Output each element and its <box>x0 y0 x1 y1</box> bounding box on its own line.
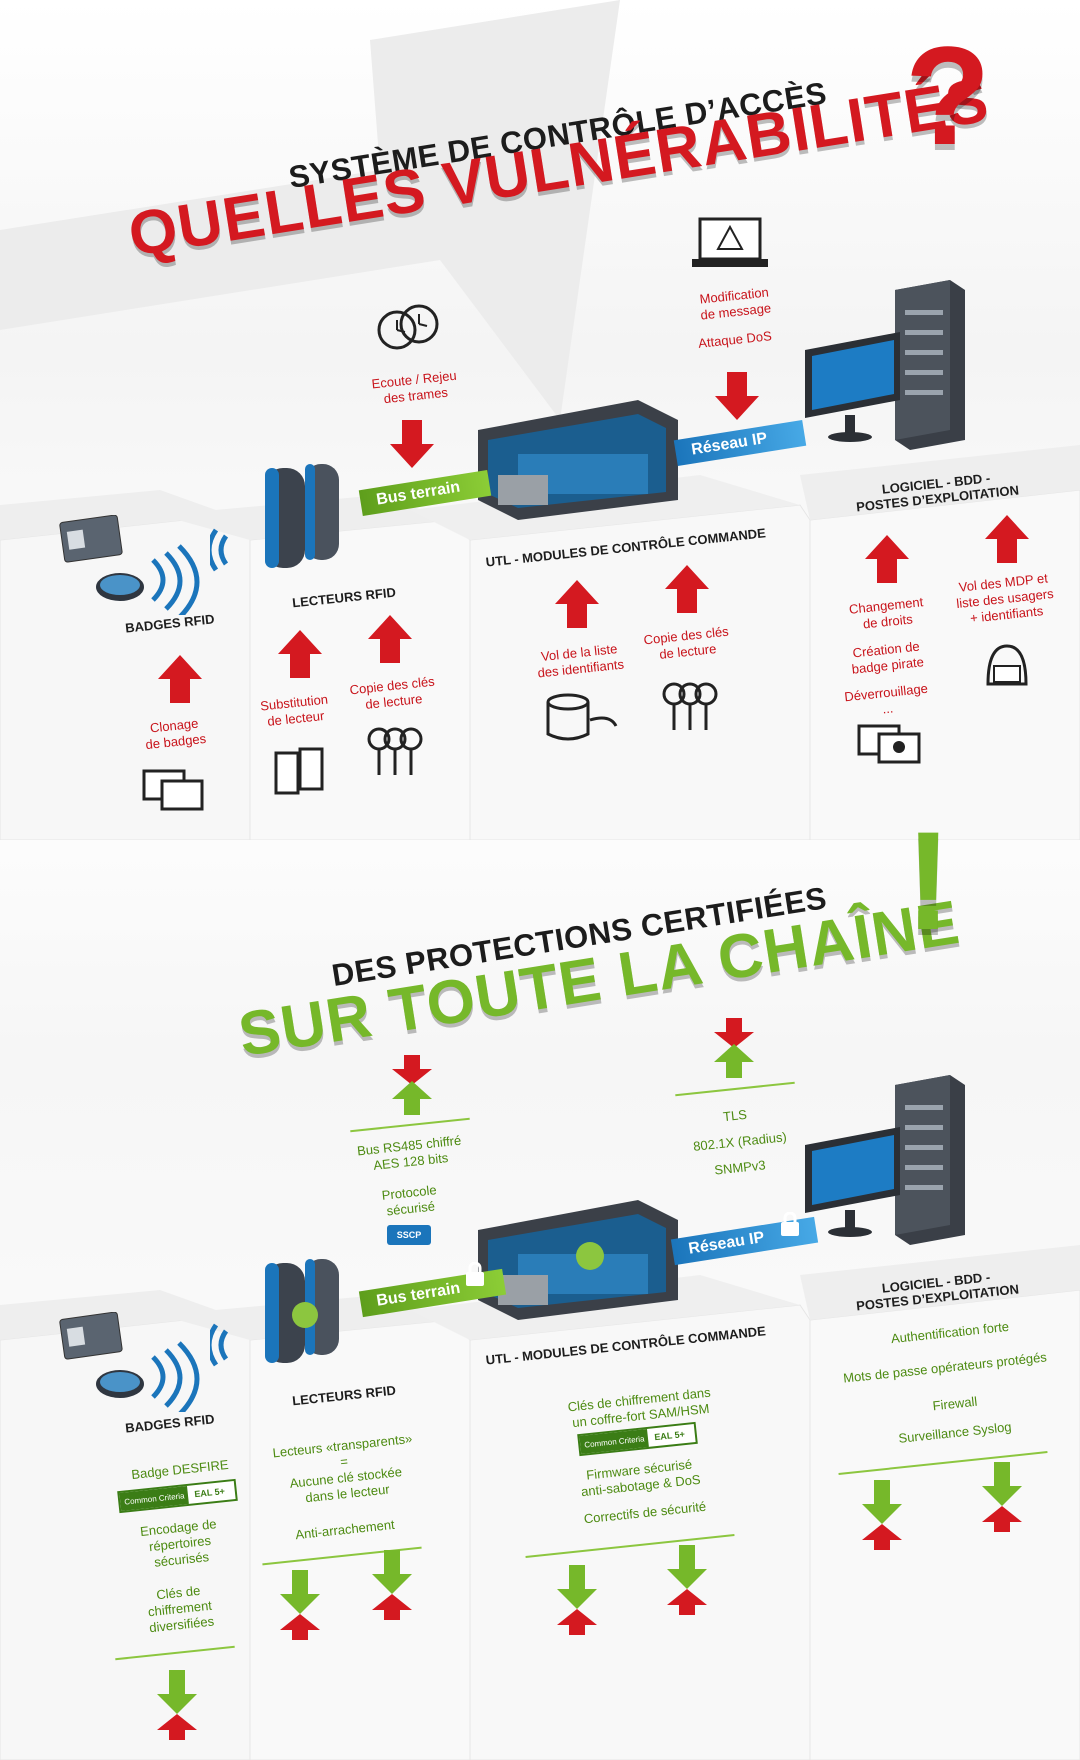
section2-panels <box>0 1245 1080 1760</box>
defense-arrows-icon <box>157 1670 197 1740</box>
eal-label: EAL 5+ <box>653 1429 686 1443</box>
red-arrow-up-icon <box>278 630 322 678</box>
red-arrow-up-icon <box>665 565 709 613</box>
defense-arrows-icon <box>557 1565 597 1635</box>
red-arrow-up-icon <box>368 615 412 663</box>
defense-arrows-icon <box>862 1480 902 1550</box>
server-workstation-icon <box>805 1075 965 1245</box>
laptop-alert-icon <box>692 217 768 267</box>
red-arrow-down-icon <box>715 372 759 420</box>
lock-icon <box>466 1262 484 1286</box>
control-module-icon <box>478 1200 678 1320</box>
sscp-logo: SSCP <box>387 1225 431 1245</box>
keys-icon <box>662 682 718 730</box>
question-mark-icon: ? <box>905 17 991 174</box>
defense-arrows-icon <box>280 1570 320 1640</box>
exclamation-mark-icon: ! <box>905 802 952 959</box>
hacker-icon <box>986 644 1028 686</box>
red-arrow-up-icon <box>985 515 1029 563</box>
rfid-readers-icon <box>210 464 339 572</box>
red-arrow-up-icon <box>158 655 202 703</box>
keys-icon <box>367 727 423 775</box>
badge-card-icon <box>59 515 200 615</box>
red-arrow-down-icon <box>390 420 434 468</box>
reader-swap-icon <box>274 747 324 795</box>
database-hand-icon <box>546 693 618 741</box>
badge-card-icon <box>59 1312 200 1412</box>
red-arrow-up-icon <box>555 580 599 628</box>
red-arrow-up-icon <box>865 535 909 583</box>
lock-icon <box>781 1212 799 1236</box>
attack-blocked-arrows-icon <box>392 1055 432 1115</box>
badge-clone-icon <box>142 769 204 811</box>
defense-arrows-icon <box>982 1462 1022 1532</box>
defense-arrows-icon <box>667 1545 707 1615</box>
attack-blocked-arrows-icon <box>714 1018 754 1078</box>
eal-label: EAL 5+ <box>193 1486 226 1500</box>
clock-replay-icon <box>377 304 439 350</box>
defense-arrows-icon <box>372 1550 412 1620</box>
control-module-icon <box>478 400 678 520</box>
rfid-readers-icon <box>210 1259 339 1367</box>
background-arrow-shape <box>0 0 620 420</box>
skull-badge-icon <box>857 724 921 764</box>
server-workstation-icon <box>805 280 965 450</box>
